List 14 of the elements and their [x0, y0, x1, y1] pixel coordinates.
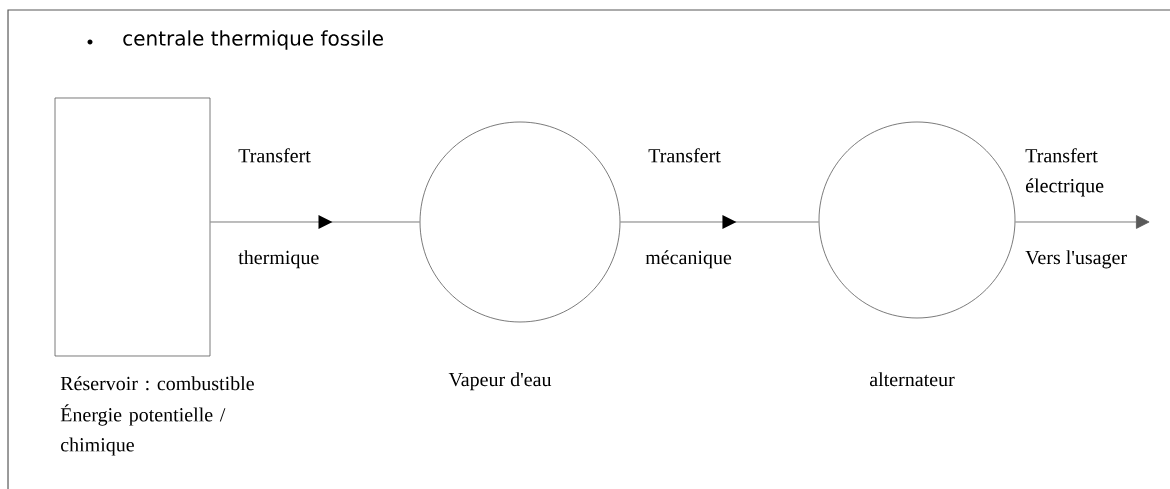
process-circle: [818, 121, 1016, 319]
arrow: [1015, 215, 1150, 229]
edge-label: Transfert: [648, 148, 721, 163]
caption-text: alternateur: [869, 372, 955, 387]
reservoir-box: [54, 97, 211, 357]
caption-text: Énergie potentielle / chimique: [60, 404, 226, 456]
caption-text: Vapeur d'eau: [448, 372, 552, 391]
arrow: [210, 215, 420, 229]
process-circle: [419, 121, 621, 323]
caption-text: Réservoir : combustible: [60, 376, 254, 391]
edge-label: Transfert: [238, 148, 311, 163]
arrow: [620, 215, 819, 229]
edge-label: Transfert électrique: [1025, 148, 1104, 197]
title: centrale thermique fossile: [123, 30, 383, 50]
